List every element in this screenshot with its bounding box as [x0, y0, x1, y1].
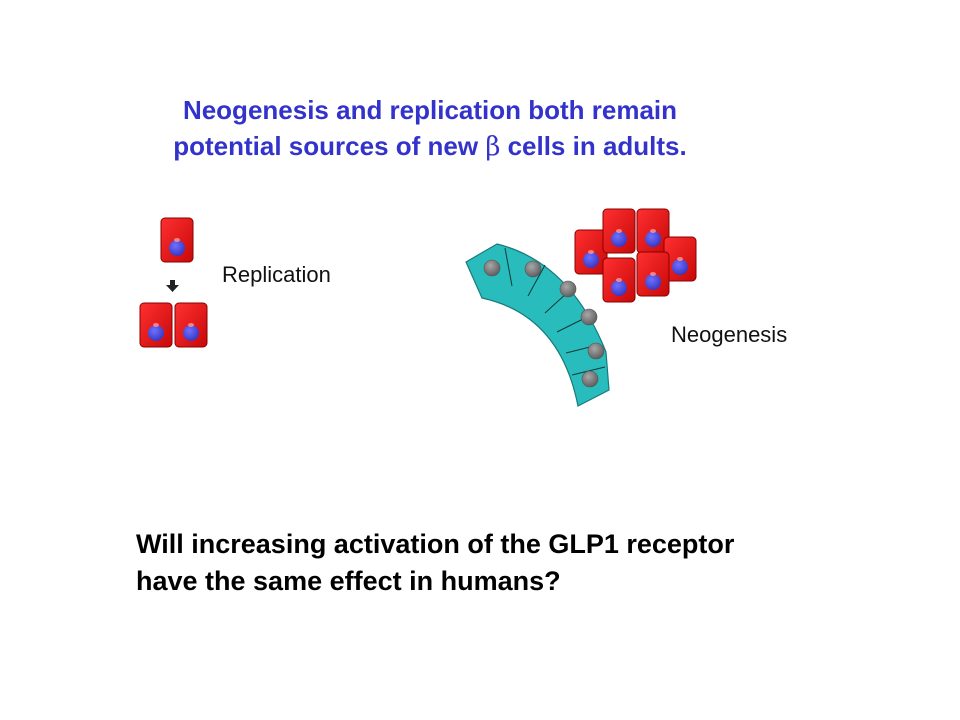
beta-cell-cluster [574, 208, 697, 303]
title-line-2-start: potential sources of new [173, 131, 486, 161]
question-line-2: have the same effect in humans? [136, 566, 561, 596]
daughter-beta-cell-2 [174, 302, 208, 348]
parent-beta-cell [160, 217, 194, 263]
replication-label: Replication [222, 262, 331, 287]
title-line-2: potential sources of new β cells in adul… [100, 128, 760, 165]
cluster-beta-cell [602, 208, 636, 254]
title-line-1: Neogenesis and replication both remain [182, 95, 678, 125]
beta-symbol: β [485, 132, 501, 162]
cluster-beta-cell [574, 229, 608, 275]
cluster-beta-cell [602, 257, 636, 303]
cluster-beta-cell [636, 251, 670, 297]
question-text: Will increasing activation of the GLP1 r… [136, 526, 896, 600]
neogenesis-label: Neogenesis [671, 322, 788, 347]
down-arrow-icon [166, 280, 179, 292]
title-line-2-end: cells in adults. [500, 131, 687, 161]
daughter-beta-cell-1 [139, 302, 173, 348]
replication-diagram [139, 217, 208, 348]
duct-epithelium [465, 243, 610, 407]
slide-title: Neogenesis and replication both remain p… [100, 92, 760, 165]
question-line-1: Will increasing activation of the GLP1 r… [136, 529, 735, 559]
